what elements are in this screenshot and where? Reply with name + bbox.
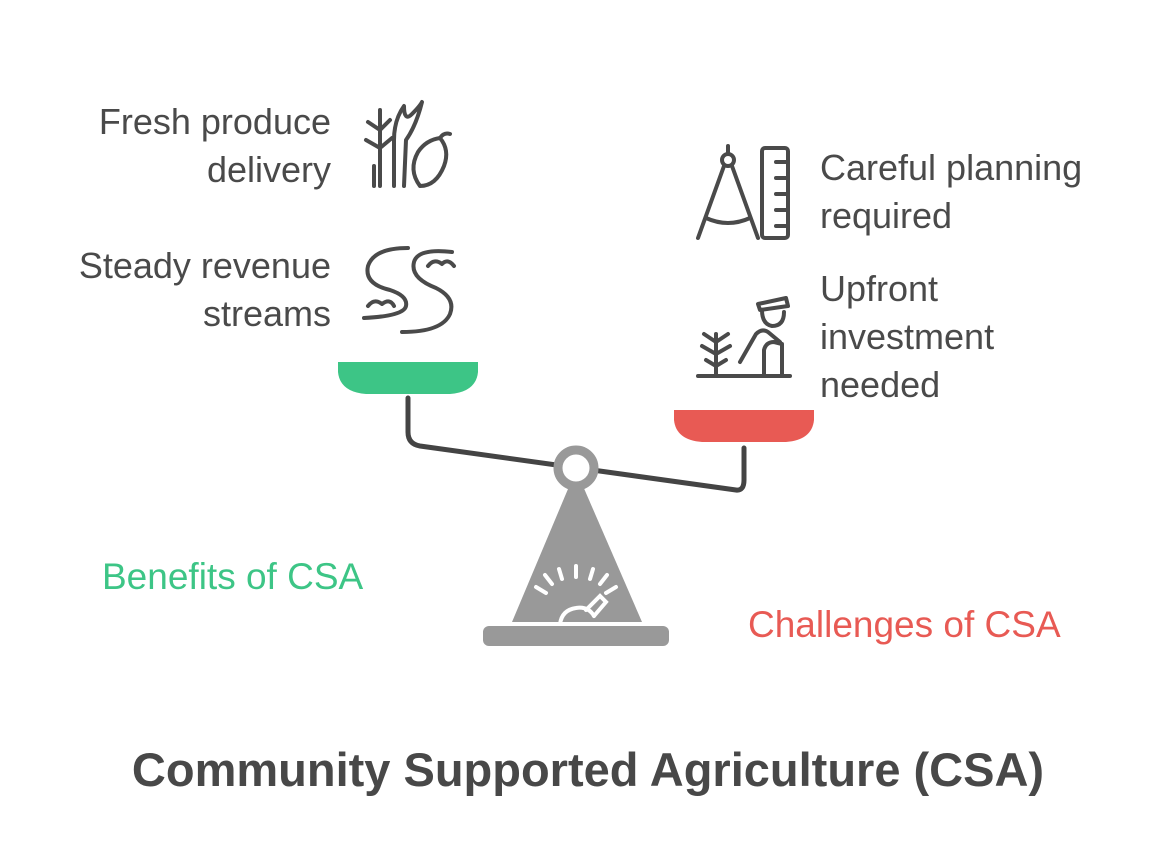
- challenge-upfront-investment-text: Upfront investment needed: [820, 268, 995, 405]
- scale-pivot: [553, 445, 599, 491]
- scale-base: [483, 626, 669, 646]
- gauge-icon: [534, 564, 618, 626]
- benefits-label: Benefits of CSA: [102, 556, 364, 597]
- plants-and-produce-icon: [364, 100, 452, 188]
- compass-and-ruler-icon: [696, 144, 790, 240]
- benefit-fresh-produce-text: Fresh produce delivery: [98, 101, 331, 190]
- farmer-planting-icon: [696, 296, 792, 378]
- winding-river-icon: [362, 246, 456, 334]
- diagram-title: Community Supported Agriculture (CSA): [131, 743, 1045, 796]
- challenges-label: Challenges of CSA: [748, 604, 1061, 645]
- benefits-pan: [338, 362, 478, 394]
- benefit-steady-revenue-text: Steady revenue streams: [78, 245, 331, 334]
- challenge-careful-planning-text: Careful planning required: [820, 147, 1083, 236]
- scale-stand: [512, 470, 642, 622]
- challenges-pan: [674, 410, 814, 442]
